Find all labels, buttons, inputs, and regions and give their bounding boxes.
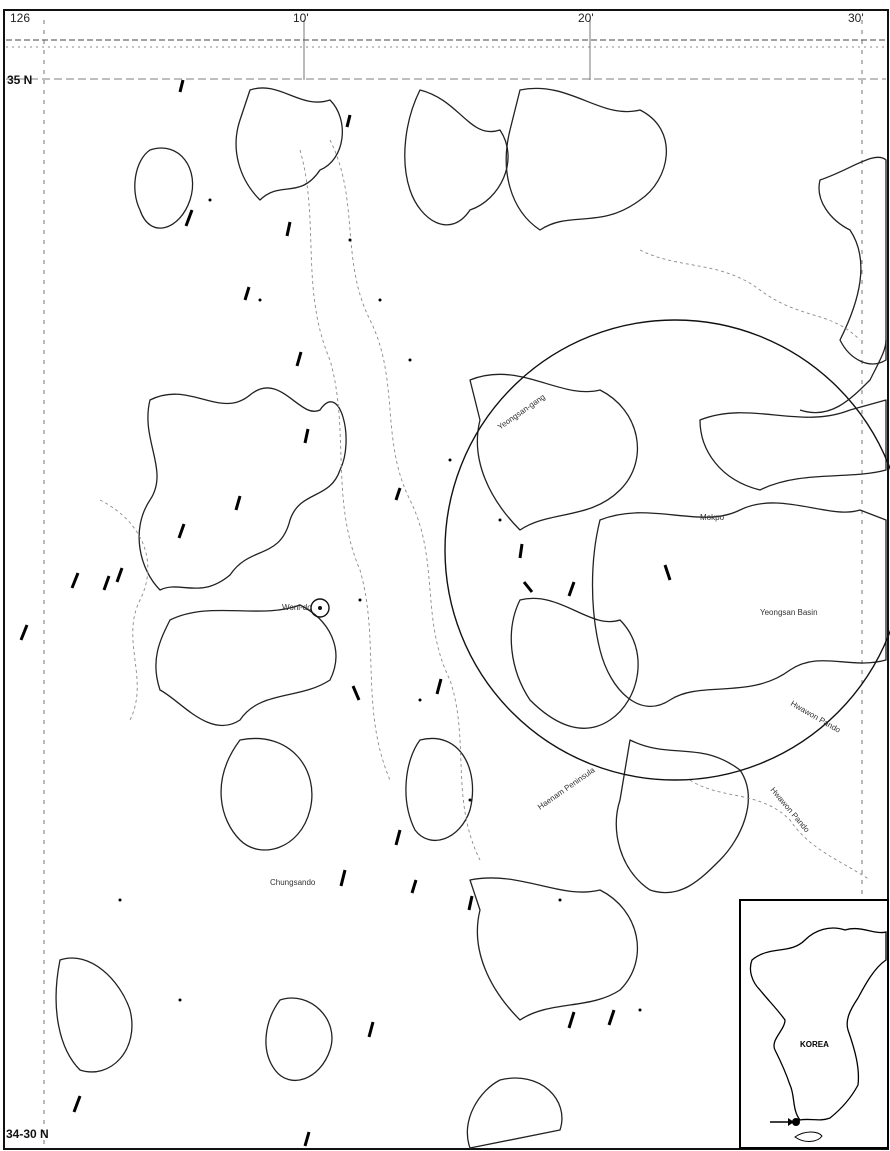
place-haenam-peninsula: Haenam Peninsula xyxy=(536,765,597,811)
place-woni-do: Woni-do xyxy=(282,603,312,612)
inset-map: KOREA xyxy=(739,899,889,1149)
jeju-outline xyxy=(794,1131,823,1142)
korea-peninsula-outline xyxy=(749,927,887,1121)
lon-label-20: 20' xyxy=(578,11,594,25)
inset-frame xyxy=(739,899,889,1149)
study-location-dot xyxy=(792,1118,800,1126)
coastlines xyxy=(55,87,887,1149)
place-hwawon-pando-2: Hwawon Pando xyxy=(768,786,811,835)
sounding-markers xyxy=(118,198,642,1012)
chart-border xyxy=(3,9,889,1150)
place-yeongsan-gang: Yeongsan-gang xyxy=(496,392,547,431)
depth-contours xyxy=(99,139,871,881)
place-mokpo: Mokpo xyxy=(700,513,725,522)
place-chungsando: Chungsando xyxy=(270,878,316,887)
lat-label-34-30n: 34-30 N xyxy=(6,1127,49,1141)
station-markers xyxy=(19,79,672,1147)
river-channel xyxy=(799,339,887,414)
place-hwawon-pando: Hwawon Pando xyxy=(789,699,843,735)
scale-band xyxy=(6,39,886,48)
inset-korea-label: KOREA xyxy=(800,1040,829,1049)
lon-label-126: 126 xyxy=(10,11,30,25)
place-yeongsan-basin: Yeongsan Basin xyxy=(760,608,818,617)
place-labels: Woni-do Chungsando Yeongsan-gang Haenam … xyxy=(270,392,843,887)
study-area-circle xyxy=(444,319,890,781)
circled-station xyxy=(310,598,330,618)
lon-label-30: 30' xyxy=(848,11,864,25)
lon-label-10: 10' xyxy=(293,11,309,25)
lat-label-35n: 35 N xyxy=(7,73,32,87)
